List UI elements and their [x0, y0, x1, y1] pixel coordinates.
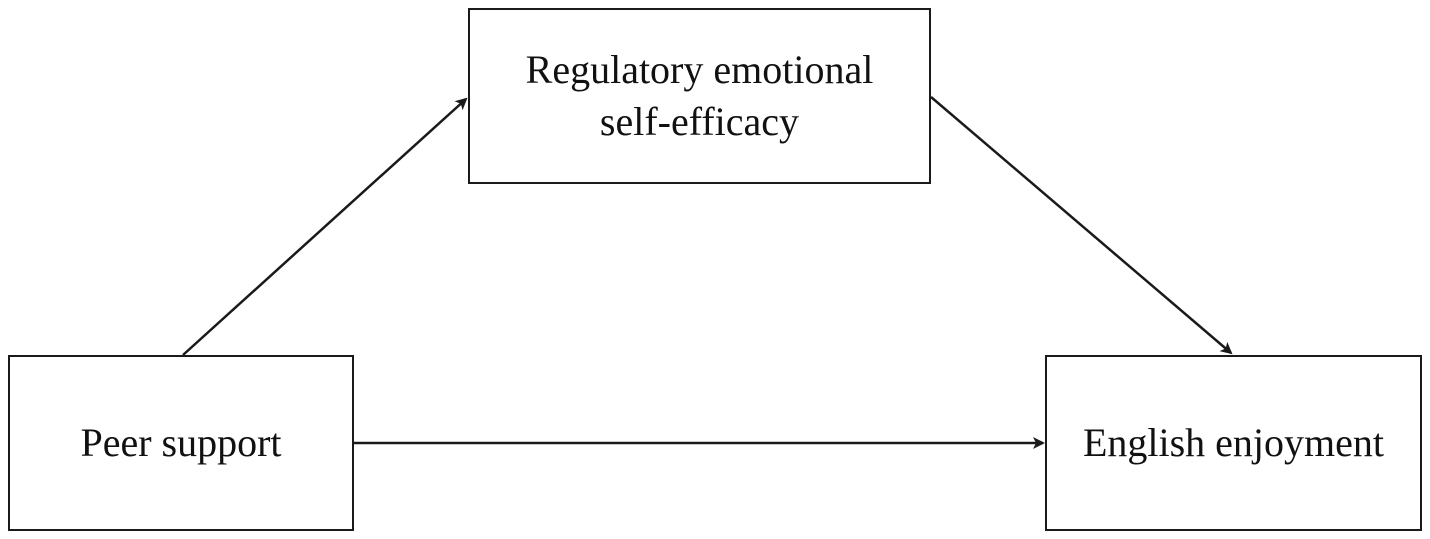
- arrow-peer-support-to-self-efficacy: [182, 97, 468, 356]
- outcome-label: English enjoyment: [1082, 420, 1385, 465]
- predictor-box: Peer support: [8, 355, 354, 531]
- predictor-label: Peer support: [80, 420, 282, 465]
- arrow-self-efficacy-to-english-enjoyment: [930, 96, 1233, 355]
- mediator-label: Regulatory emotional self-efficacy: [525, 47, 874, 144]
- outcome-box: English enjoyment: [1045, 355, 1422, 531]
- mediator-box: Regulatory emotional self-efficacy: [468, 8, 931, 184]
